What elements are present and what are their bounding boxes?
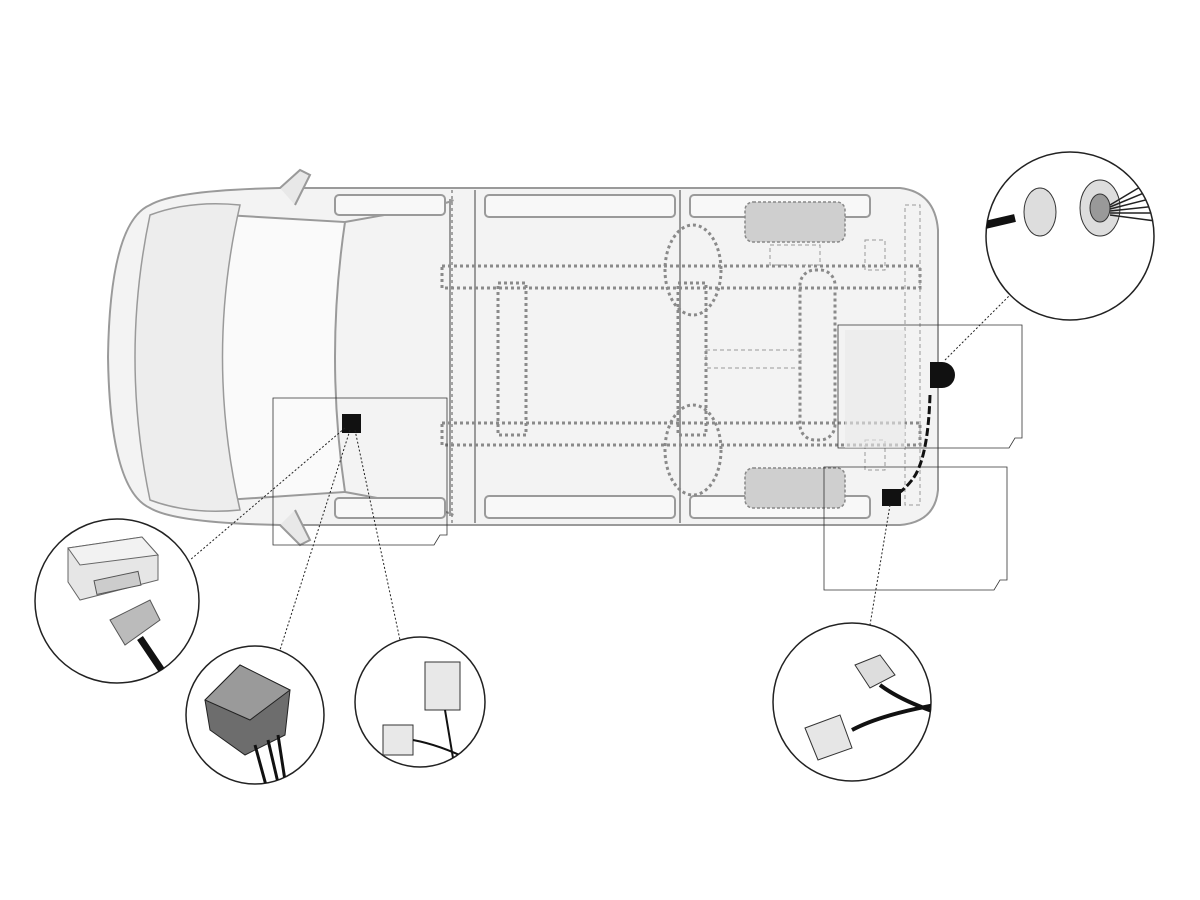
module-connector-icon: [34, 518, 200, 684]
rear-connector-marker: [882, 489, 901, 506]
detail-frames: [272, 324, 1023, 591]
leader-lines: [189, 284, 1021, 651]
socket-wires-icon: [985, 151, 1155, 321]
plug-pair-icon: [354, 636, 486, 768]
trailer-socket-marker: [930, 362, 955, 388]
mount-pads: [744, 201, 846, 509]
front-module-marker: [342, 414, 361, 433]
rear-connector-icon: [772, 622, 932, 782]
interior-outlines: [705, 204, 921, 506]
plug-connector-icon: [185, 645, 325, 785]
